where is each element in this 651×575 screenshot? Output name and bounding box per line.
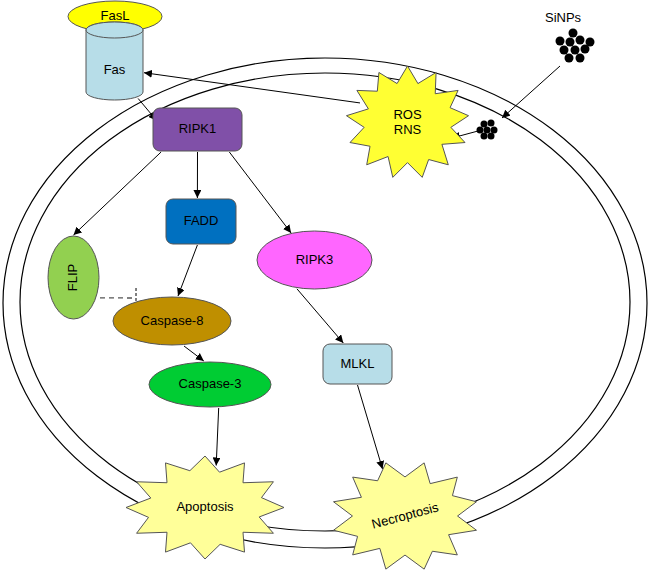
nanoparticle-cluster (556, 29, 595, 63)
cell-membrane-outer (3, 58, 647, 548)
protein-box: RIPK1 (152, 107, 243, 152)
nanoparticle (586, 38, 595, 47)
outcome-starburst: Apoptosis (125, 455, 285, 560)
activation-arrow (184, 346, 204, 361)
nanoparticle (560, 46, 569, 55)
activation-arrow (229, 152, 291, 233)
nanoparticle (481, 133, 488, 140)
nanoparticle (576, 54, 585, 63)
protein-box: FADD (165, 198, 237, 245)
protein-ellipse: Caspase-3 (148, 361, 272, 408)
protein-ellipse: Caspase-8 (112, 296, 232, 346)
activation-arrow (358, 385, 383, 469)
nanoparticle (565, 54, 574, 63)
nanoparticle (484, 127, 491, 134)
nanoparticle (488, 120, 495, 127)
nanoparticle (481, 121, 488, 128)
node-text: Fas (104, 63, 126, 78)
nanoparticle (491, 127, 498, 134)
cell-membrane-inner (20, 73, 630, 531)
node-text: Caspase-3 (179, 377, 242, 392)
nanoparticle (566, 38, 575, 47)
nanoparticle (477, 127, 484, 134)
nanoparticle (571, 46, 580, 55)
node-text: FasL (101, 9, 130, 24)
activation-arrow (216, 408, 218, 466)
receptor-cylinder-outline (85, 22, 144, 100)
protein-ellipse: RIPK3 (256, 230, 373, 290)
node-text: MLKL (341, 357, 375, 372)
receptor-cylinder: Fas (85, 22, 144, 100)
inhibition-line (100, 297, 136, 298)
nanoparticle-cluster (477, 120, 498, 140)
activation-arrow (144, 73, 360, 103)
activation-arrow (197, 152, 198, 198)
protein-box: MLKL (322, 343, 393, 385)
node-text: RIPK3 (296, 253, 334, 268)
node-text: ROS RNS (388, 108, 428, 138)
nanoparticle (488, 133, 495, 140)
node-text: Caspase-8 (141, 314, 204, 329)
activation-arrow (74, 152, 162, 235)
particle-label: SiNPs (545, 10, 581, 25)
node-text: FADD (184, 214, 219, 229)
outcome-starburst: Necroptosis (330, 460, 480, 572)
node-text: RIPK1 (179, 122, 217, 137)
stress-starburst: ROS RNS (345, 65, 470, 180)
nanoparticle (576, 36, 585, 45)
nanoparticle (569, 29, 578, 38)
uptake-arrow (502, 66, 560, 118)
node-text: FLIP (66, 264, 81, 291)
activation-arrow (297, 289, 343, 343)
nanoparticle (556, 37, 565, 46)
node-text: Apoptosis (176, 500, 233, 515)
activation-arrow (178, 245, 197, 296)
protein-ellipse: FLIP (47, 235, 100, 320)
